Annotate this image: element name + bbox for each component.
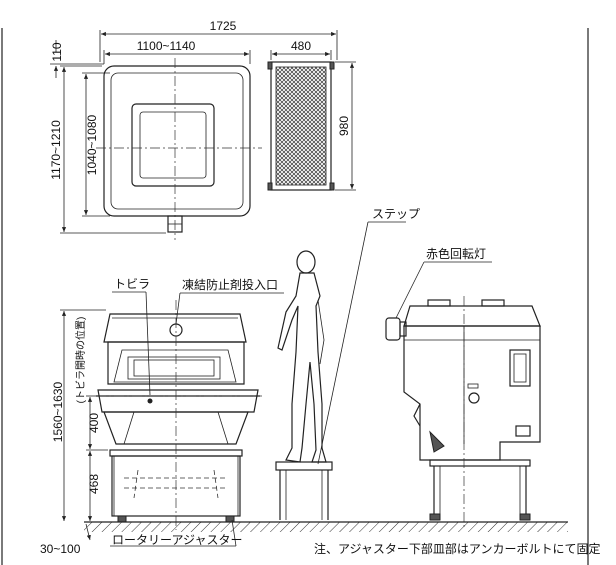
dim-total-width: 1725 <box>210 19 237 33</box>
page-frame <box>1 28 589 565</box>
label-rotating-light: 赤色回転灯 <box>426 247 486 261</box>
dim-door-open-height: 400 <box>87 413 101 433</box>
dim-adjuster-range: 30~100 <box>40 542 81 556</box>
label-door: トビラ <box>114 277 150 291</box>
dim-step-width: 480 <box>291 39 311 53</box>
top-view-body <box>103 65 251 217</box>
rotating-light <box>385 317 401 341</box>
dim-base-height: 468 <box>87 474 101 494</box>
label-antifreeze-inlet: 凍結防止剤投入口 <box>182 277 278 292</box>
front-door <box>97 389 259 413</box>
step-grating-top <box>267 61 335 191</box>
human-figure <box>277 250 327 463</box>
ground <box>84 521 568 532</box>
note-text: 注、アジャスター下部皿部はアンカーボルトにて固定 <box>314 541 600 556</box>
step-platform <box>275 221 406 520</box>
front-view: 1560~1630 (トビラ開時の位置) 400 468 <box>51 291 284 547</box>
dim-top-offset: 110 <box>50 42 64 61</box>
dim-inner-depth: 1040~1080 <box>85 114 99 175</box>
door-open-note: (トビラ開時の位置) <box>74 317 87 404</box>
side-view <box>385 261 541 530</box>
top-view-lid <box>131 103 215 187</box>
top-view: 1725 1100~1140 480 110 1170~1210 1040~10… <box>49 19 356 240</box>
dim-body-width: 1100~1140 <box>137 39 196 53</box>
label-step: ステップ <box>372 207 420 221</box>
dim-step-depth: 980 <box>337 116 351 136</box>
label-rotary-adjuster: ロータリーアジャスター <box>112 533 242 547</box>
dim-outer-depth: 1170~1210 <box>49 120 63 180</box>
dim-height: 1560~1630 <box>51 381 65 442</box>
